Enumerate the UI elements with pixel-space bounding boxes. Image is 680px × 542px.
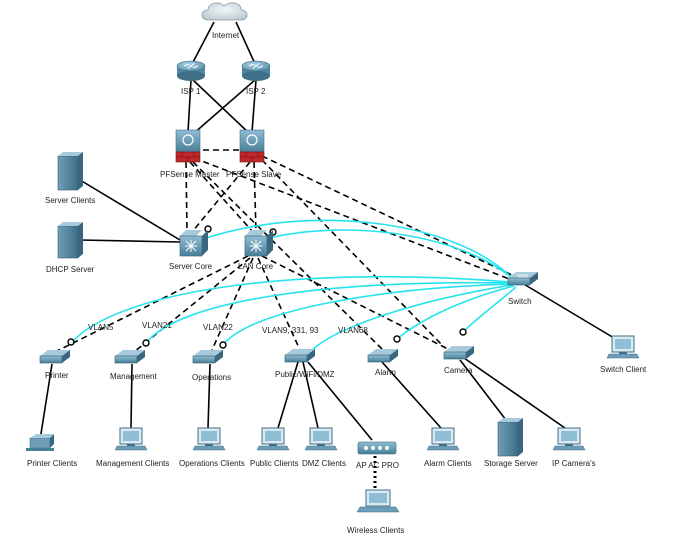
vlan68-label: VLAN68 xyxy=(338,326,368,335)
server-icon[interactable] xyxy=(497,418,523,457)
switch-icon[interactable] xyxy=(284,349,315,363)
switch-label: Switch xyxy=(508,297,532,306)
camera-switch-label: Camera xyxy=(444,366,473,375)
pc-icon[interactable] xyxy=(426,427,460,451)
pc-icon[interactable] xyxy=(304,427,338,451)
solid-links xyxy=(39,21,615,488)
switch-icon[interactable] xyxy=(39,350,70,364)
server-icon[interactable] xyxy=(57,152,83,191)
isp2-label: ISP 2 xyxy=(246,87,266,96)
wireless-clients-label: Wireless Clients xyxy=(347,526,404,535)
switch-icon[interactable] xyxy=(367,349,398,363)
pc-icon[interactable] xyxy=(552,427,586,451)
ap-ac-pro-label: AP AC PRO xyxy=(356,461,399,470)
vlan22-label: VLAN22 xyxy=(203,323,233,332)
vlan21-label: VLAN21 xyxy=(142,321,172,330)
alarm-clients-label: Alarm Clients xyxy=(424,459,472,468)
switch-icon[interactable] xyxy=(443,346,474,360)
switch-icon[interactable] xyxy=(192,350,223,364)
pc-icon[interactable] xyxy=(606,335,640,359)
vlan5-label: VLAN5 xyxy=(88,323,114,332)
firewall-icon[interactable] xyxy=(239,129,265,163)
public-switch-label: Public/WiFi/DMZ xyxy=(275,370,335,379)
printer-clients-label: Printer Clients xyxy=(27,459,77,468)
pc-icon[interactable] xyxy=(256,427,290,451)
cloud-icon[interactable] xyxy=(201,2,248,21)
switch-icon[interactable] xyxy=(114,350,145,364)
router-icon[interactable] xyxy=(241,60,271,81)
switch-icon[interactable] xyxy=(507,272,538,286)
management-clients-label: Management Clients xyxy=(96,459,169,468)
pf-slave-label: PFSense Slave xyxy=(226,170,282,179)
multilayer-switch-icon[interactable] xyxy=(179,230,208,257)
cyan-links xyxy=(71,219,517,351)
lan-core-label: LAN Core xyxy=(238,262,274,271)
vlan9-label: VLAN9, 331, 93 xyxy=(262,326,319,335)
operations-switch-label: Operations xyxy=(192,373,231,382)
alarm-switch-label: Alarm xyxy=(375,368,396,377)
server-icon[interactable] xyxy=(57,222,83,259)
ip-cameras-label: IP Camera's xyxy=(552,459,596,468)
management-switch-label: Management xyxy=(110,372,157,381)
internet-label: Internet xyxy=(212,31,240,40)
public-clients-label: Public Clients xyxy=(250,459,298,468)
server-clients-label: Server Clients xyxy=(45,196,95,205)
operations-clients-label: Operations Clients xyxy=(179,459,245,468)
pc-icon[interactable] xyxy=(192,427,226,451)
dmz-clients-label: DMZ Clients xyxy=(302,459,346,468)
server-core-label: Server Core xyxy=(169,262,213,271)
access-point-icon[interactable] xyxy=(357,441,397,455)
pf-master-label: PFSense Master xyxy=(160,170,220,179)
switch-client-label: Switch Client xyxy=(600,365,647,374)
port-markers xyxy=(67,225,467,349)
pc-icon[interactable] xyxy=(114,427,148,451)
printer-icon[interactable] xyxy=(26,434,54,451)
dashed-links xyxy=(54,149,515,353)
printer-switch-label: Printer xyxy=(45,371,69,380)
isp1-label: ISP 1 xyxy=(181,87,201,96)
dhcp-server-label: DHCP Server xyxy=(46,265,95,274)
firewall-icon[interactable] xyxy=(175,129,201,163)
multilayer-switch-icon[interactable] xyxy=(244,230,273,257)
router-icon[interactable] xyxy=(176,60,206,81)
laptop-icon[interactable] xyxy=(356,489,400,513)
storage-server-label: Storage Server xyxy=(484,459,538,468)
